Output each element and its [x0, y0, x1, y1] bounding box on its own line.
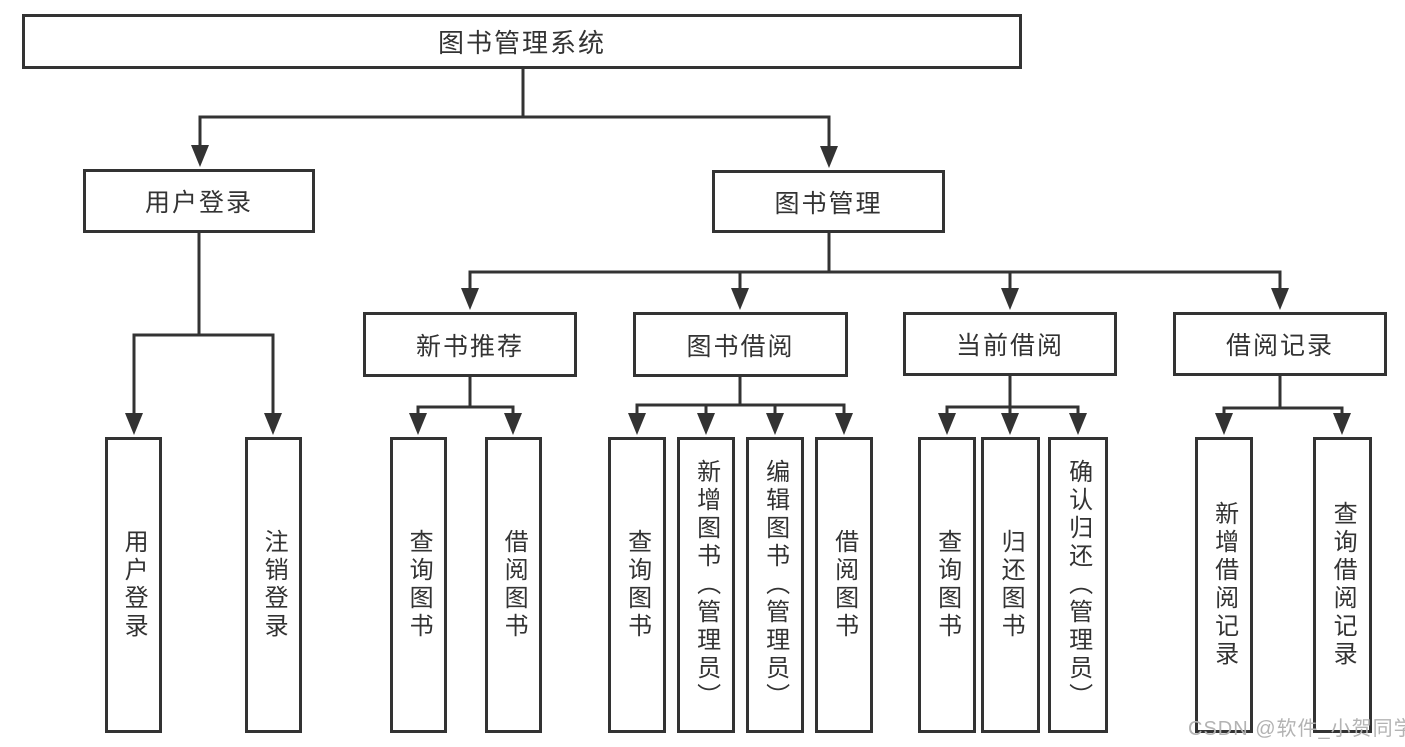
node-library-system: 图书管理系统 — [22, 14, 1022, 69]
leaf-label: 查询图书 — [623, 529, 651, 641]
leaf-label: 查询图书 — [933, 529, 961, 641]
node-label: 借阅记录 — [1225, 332, 1334, 360]
node-label: 新书推荐 — [415, 332, 524, 361]
leaf-query-books: 查询图书 — [608, 437, 666, 733]
leaf-label: 新增图书（管理员） — [692, 459, 720, 711]
leaf-return-books: 归还图书 — [981, 437, 1040, 733]
leaf-label: 借阅图书 — [830, 529, 858, 641]
leaf-edit-books-admin: 编辑图书（管理员） — [746, 437, 804, 733]
leaf-query-borrow-record: 查询借阅记录 — [1313, 437, 1372, 733]
node-label: 图书管理系统 — [437, 28, 606, 58]
leaf-query-books-current: 查询图书 — [918, 437, 976, 733]
leaf-query-books-recommend: 查询图书 — [390, 437, 447, 733]
node-user-login-group: 用户登录 — [83, 169, 315, 233]
node-label: 当前借阅 — [955, 332, 1064, 360]
leaf-label: 借阅图书 — [500, 529, 528, 641]
leaf-logout: 注销登录 — [245, 437, 302, 733]
leaf-user-login: 用户登录 — [105, 437, 162, 733]
node-book-management: 图书管理 — [712, 170, 945, 233]
node-label: 用户登录 — [144, 189, 253, 217]
leaf-label: 注销登录 — [260, 529, 288, 641]
leaf-confirm-return-admin: 确认归还（管理员） — [1048, 437, 1108, 733]
node-current-borrowing: 当前借阅 — [903, 312, 1117, 376]
node-label: 图书管理 — [774, 189, 883, 218]
node-book-borrowing: 图书借阅 — [633, 312, 848, 377]
leaf-label: 查询图书 — [405, 529, 433, 641]
leaf-label: 编辑图书（管理员） — [761, 459, 789, 711]
leaf-label: 新增借阅记录 — [1210, 501, 1238, 669]
leaf-label: 用户登录 — [120, 529, 148, 641]
leaf-borrow-books-recommend: 借阅图书 — [485, 437, 542, 733]
node-borrowing-records: 借阅记录 — [1173, 312, 1387, 376]
node-label: 图书借阅 — [686, 332, 795, 361]
leaf-label: 查询借阅记录 — [1329, 501, 1357, 669]
leaf-label: 确认归还（管理员） — [1064, 459, 1092, 711]
leaf-add-borrow-record: 新增借阅记录 — [1195, 437, 1253, 733]
node-new-book-recommend: 新书推荐 — [363, 312, 577, 377]
leaf-add-books-admin: 新增图书（管理员） — [677, 437, 735, 733]
leaf-label: 归还图书 — [997, 529, 1025, 641]
leaf-borrow-books: 借阅图书 — [815, 437, 873, 733]
